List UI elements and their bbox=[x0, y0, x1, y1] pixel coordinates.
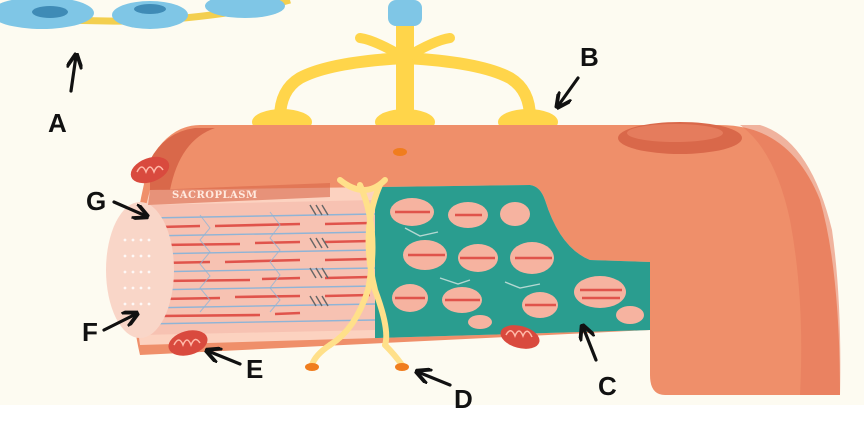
label-b: B bbox=[580, 42, 599, 72]
myelin-sheath-segment bbox=[112, 1, 188, 29]
myofibril-bundle bbox=[140, 200, 376, 335]
label-a: A bbox=[48, 108, 67, 138]
label-arrows bbox=[71, 56, 598, 387]
nerve-myelin-end bbox=[388, 0, 422, 26]
sarcoplasmic-reticulum bbox=[375, 185, 650, 345]
t-tubule-opening bbox=[393, 148, 407, 156]
t-tubule-opening bbox=[395, 363, 409, 371]
arrow-a bbox=[71, 56, 76, 93]
mitochondrion bbox=[500, 325, 540, 349]
myelin-sheath-segment bbox=[205, 0, 285, 18]
cutaway-interior: SACROPLASM bbox=[106, 183, 650, 345]
arrow-f bbox=[102, 314, 136, 332]
arrow-d bbox=[418, 372, 452, 387]
arrow-b bbox=[558, 76, 580, 106]
fiber-cross-section bbox=[106, 202, 174, 338]
sarcoplasm-label: SACROPLASM bbox=[172, 190, 258, 201]
schwann-nucleus bbox=[134, 4, 166, 14]
t-tubule-opening bbox=[305, 363, 319, 371]
mitochondrion bbox=[130, 156, 170, 184]
arrow-g bbox=[112, 200, 146, 216]
arrow-c bbox=[583, 327, 598, 362]
axon-with-myelin bbox=[0, 0, 291, 29]
mitochondrion bbox=[168, 330, 208, 356]
arrow-e bbox=[208, 351, 242, 366]
label-e: E bbox=[246, 354, 263, 384]
label-f: F bbox=[82, 317, 98, 347]
schwann-nucleus bbox=[32, 6, 68, 18]
label-c: C bbox=[598, 371, 617, 401]
label-g: G bbox=[86, 186, 106, 216]
label-d: D bbox=[454, 384, 473, 414]
